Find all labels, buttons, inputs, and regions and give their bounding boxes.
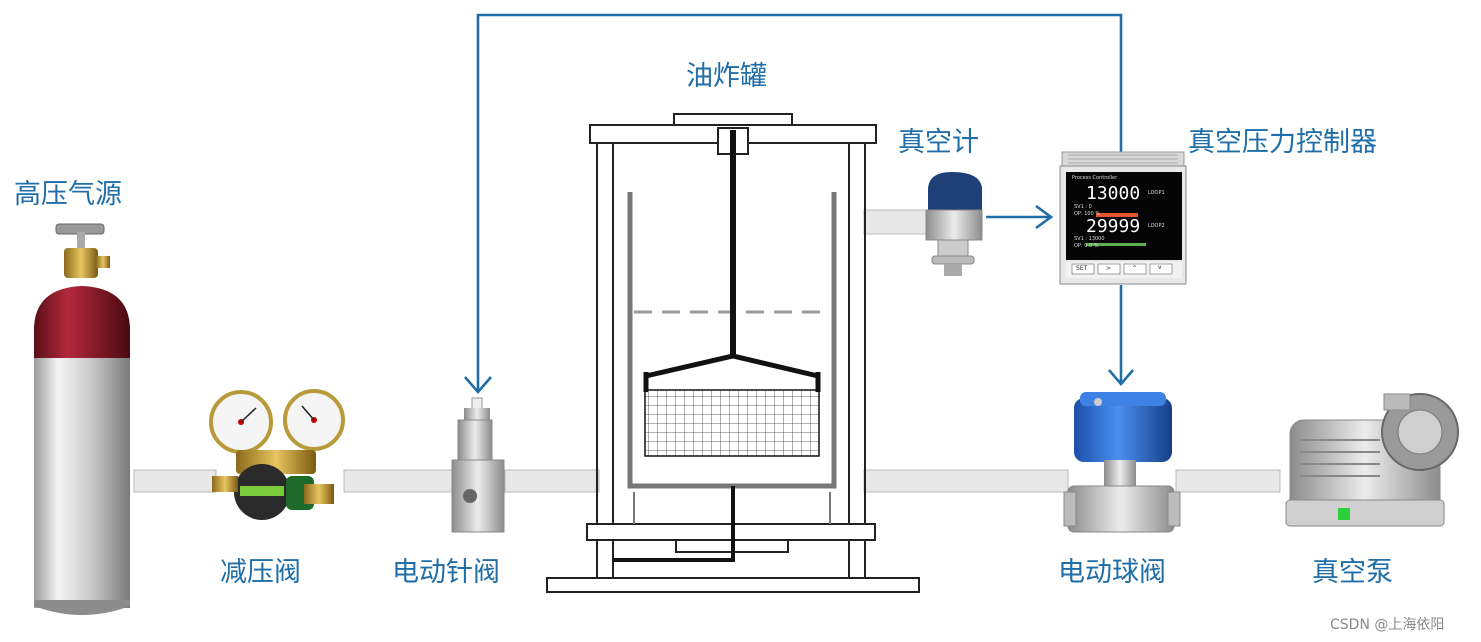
pressure-regulator-icon xyxy=(209,389,345,520)
label-needle-valve: 电动针阀 xyxy=(392,557,500,588)
pressure-controller-icon xyxy=(1059,151,1187,285)
signal-controller-to-needle-valve xyxy=(476,13,1123,392)
vacuum-pump-icon xyxy=(1285,393,1459,527)
needle-valve-icon xyxy=(451,397,505,533)
controller-up-button: ^ xyxy=(1132,265,1138,272)
pipe-segment-cylinder-regulator xyxy=(133,469,217,493)
arrow-ball-valve xyxy=(1108,369,1134,386)
controller-set-button: SET xyxy=(1076,265,1088,272)
controller-loop1: LOOP1 xyxy=(1148,190,1165,196)
watermark: CSDN @上海依阳 xyxy=(1330,617,1445,633)
control-signal-lines xyxy=(464,13,1134,394)
pipe-segment-tank-ballvalve xyxy=(863,469,1069,493)
controller-pv1: 13000 xyxy=(1086,183,1141,204)
gas-cylinder-icon xyxy=(34,223,130,615)
arrow-needle-valve xyxy=(464,376,492,394)
pipe-segment-gauge-port xyxy=(863,209,927,235)
controller-header: Process Controller xyxy=(1072,175,1118,181)
drain-pipe xyxy=(613,486,735,562)
pipe-segment-ballvalve-pump xyxy=(1175,469,1281,493)
label-fryer-tank: 油炸罐 xyxy=(686,61,767,92)
controller-op2: OP: 0.0 % xyxy=(1074,243,1099,249)
pipe-segment-regulator-needle xyxy=(343,469,453,493)
controller-op1: OP: 100 % xyxy=(1074,211,1101,217)
controller-pv2: 29999 xyxy=(1086,216,1141,237)
vacuum-gauge-icon xyxy=(925,172,983,276)
label-vacuum-pump: 真空泵 xyxy=(1312,557,1393,588)
ball-valve-icon xyxy=(1063,392,1181,533)
arrow-controller xyxy=(1035,204,1054,230)
controller-loop2: LOOP2 xyxy=(1148,223,1165,229)
fryer-tank xyxy=(546,113,920,593)
label-regulator: 减压阀 xyxy=(220,557,301,588)
label-pressure-controller: 真空压力控制器 xyxy=(1188,127,1377,158)
label-ball-valve: 电动球阀 xyxy=(1058,557,1166,588)
controller-sv2: SV1 : 13000 xyxy=(1074,236,1105,242)
frying-basket xyxy=(644,389,820,457)
controller-down-button: v xyxy=(1158,264,1162,271)
controller-right-button: > xyxy=(1106,265,1112,272)
tank-base-plate xyxy=(546,577,920,593)
label-gas-source: 高压气源 xyxy=(14,179,122,210)
controller-sv1: SV1 : 0 xyxy=(1074,204,1092,210)
pipe-segment-needle-tank xyxy=(504,469,600,493)
basket-hanger xyxy=(645,353,819,379)
label-vacuum-gauge: 真空计 xyxy=(898,127,979,158)
